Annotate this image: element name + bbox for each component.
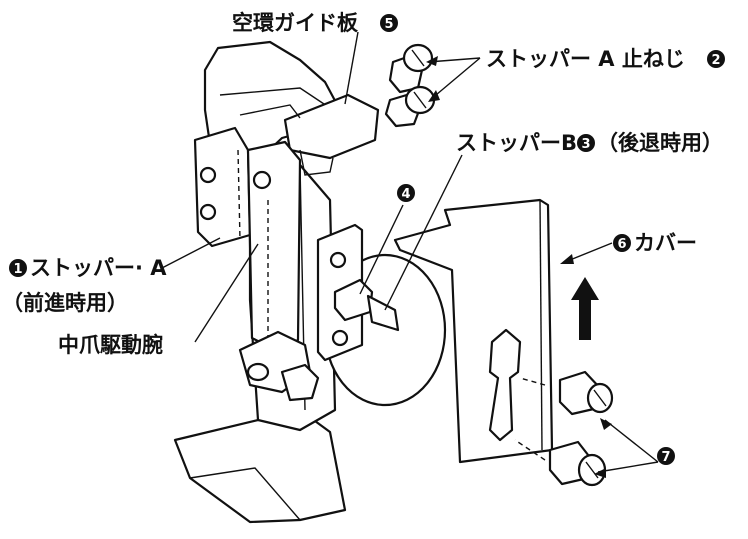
base-plate — [173, 408, 347, 524]
svg-text:4: 4 — [401, 187, 410, 202]
up-arrow-icon — [571, 277, 599, 340]
svg-text:2: 2 — [711, 53, 720, 68]
feed-drive-arm — [246, 140, 302, 352]
svg-text:1: 1 — [13, 262, 22, 277]
label-part-4: 4 — [397, 184, 415, 202]
label-part-7: 7 — [657, 447, 675, 465]
clamp-nut — [246, 362, 270, 382]
leader-lines — [161, 31, 659, 478]
svg-text:3: 3 — [581, 137, 590, 152]
stopper-a-hole-bottom — [199, 203, 217, 221]
svg-text:7: 7 — [661, 450, 670, 465]
svg-text:空環ガイド板: 空環ガイド板 — [232, 11, 359, 35]
svg-text:ストッパー· A: ストッパー· A — [30, 256, 167, 280]
svg-text:中爪駆動腕: 中爪駆動腕 — [58, 333, 163, 357]
clamp-bolt — [280, 363, 320, 402]
stopper-a-hole-top — [199, 166, 217, 184]
stopper-a-screw-upper — [388, 43, 434, 94]
label-stopper-b: ストッパーB 3 （後退時用） — [456, 131, 723, 155]
label-cover: 6 カバー — [613, 231, 697, 255]
svg-text:カバー: カバー — [634, 231, 697, 255]
svg-text:6: 6 — [617, 237, 626, 252]
label-stopper-a-screw: ストッパー A 止ねじ 2 — [486, 47, 725, 71]
label-guide-plate: 空環ガイド板 5 — [232, 11, 398, 35]
stopper-b-screw-shank — [366, 294, 400, 332]
label-stopper-a-note: （前進時用） — [2, 291, 128, 315]
stopper-a-screw-lower — [384, 85, 436, 128]
arm-hole — [252, 170, 272, 190]
cover-screw-lower — [548, 440, 607, 487]
svg-text:ストッパー A 止ねじ: ストッパー A 止ねじ — [486, 47, 685, 71]
svg-text:（後退時用）: （後退時用） — [597, 131, 723, 155]
svg-text:5: 5 — [384, 17, 393, 32]
stopper-a-plate — [193, 126, 252, 248]
cover — [393, 198, 554, 464]
bracket-hole-bottom — [331, 329, 349, 347]
cover-slot — [488, 328, 522, 442]
cover-screw-upper — [558, 370, 614, 416]
label-stopper-a: 1 ストッパー· A （前進時用） — [2, 256, 167, 315]
label-feed-arm: 中爪駆動腕 — [58, 333, 163, 357]
svg-text:ストッパーB: ストッパーB — [456, 131, 577, 155]
bracket-hole-top — [329, 251, 347, 269]
